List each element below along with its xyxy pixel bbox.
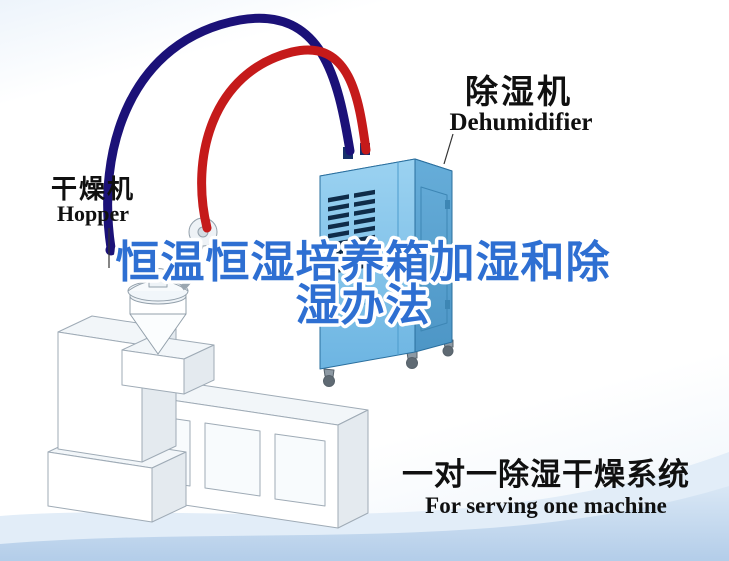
machine-panel — [274, 433, 326, 507]
pipe-red — [197, 45, 371, 233]
machine-panel — [204, 422, 261, 497]
dehumidifier-side-door — [420, 186, 448, 332]
dehumidifier-label-en: Dehumidifier — [449, 109, 592, 136]
caster-wheel — [406, 357, 418, 369]
hopper-label-en: Hopper — [57, 201, 129, 226]
hopper-cap-lever — [140, 258, 152, 270]
pipe-navy — [103, 13, 355, 253]
caption-en: For serving one machine — [425, 493, 667, 518]
background-waves — [0, 452, 729, 561]
extruder-machine — [47, 315, 369, 529]
wave-lower — [0, 486, 729, 561]
machine-body-side — [337, 409, 369, 529]
door-hinge — [445, 200, 450, 209]
door-hinge — [445, 300, 450, 309]
page-title-line2: 湿办法 — [296, 281, 431, 330]
label-pointers — [108, 133, 454, 268]
dehumidifier-pointer-line — [443, 133, 454, 165]
hopper-support-front — [121, 349, 185, 395]
pipes — [103, 13, 371, 256]
caption-zh: 一对一除湿干燥系统 — [402, 457, 690, 492]
machine-plinth-front — [47, 451, 153, 523]
pipe-navy-end-fitting — [105, 244, 117, 256]
machine-head-front — [57, 331, 143, 463]
door-handle — [423, 254, 426, 264]
dehumidifier-lower-seam — [319, 294, 416, 313]
vent-grille — [328, 189, 375, 275]
dehumidifier-unit — [319, 143, 454, 387]
page-title-line1: 恒温恒湿培养箱加湿和除 — [116, 238, 611, 287]
dehumidifier-label-zh: 除湿机 — [465, 73, 573, 110]
caster-wheel — [442, 345, 454, 357]
hopper-cap-top — [148, 268, 168, 276]
hopper-label-zh: 干燥机 — [51, 174, 135, 204]
caster-wheel — [323, 375, 335, 387]
